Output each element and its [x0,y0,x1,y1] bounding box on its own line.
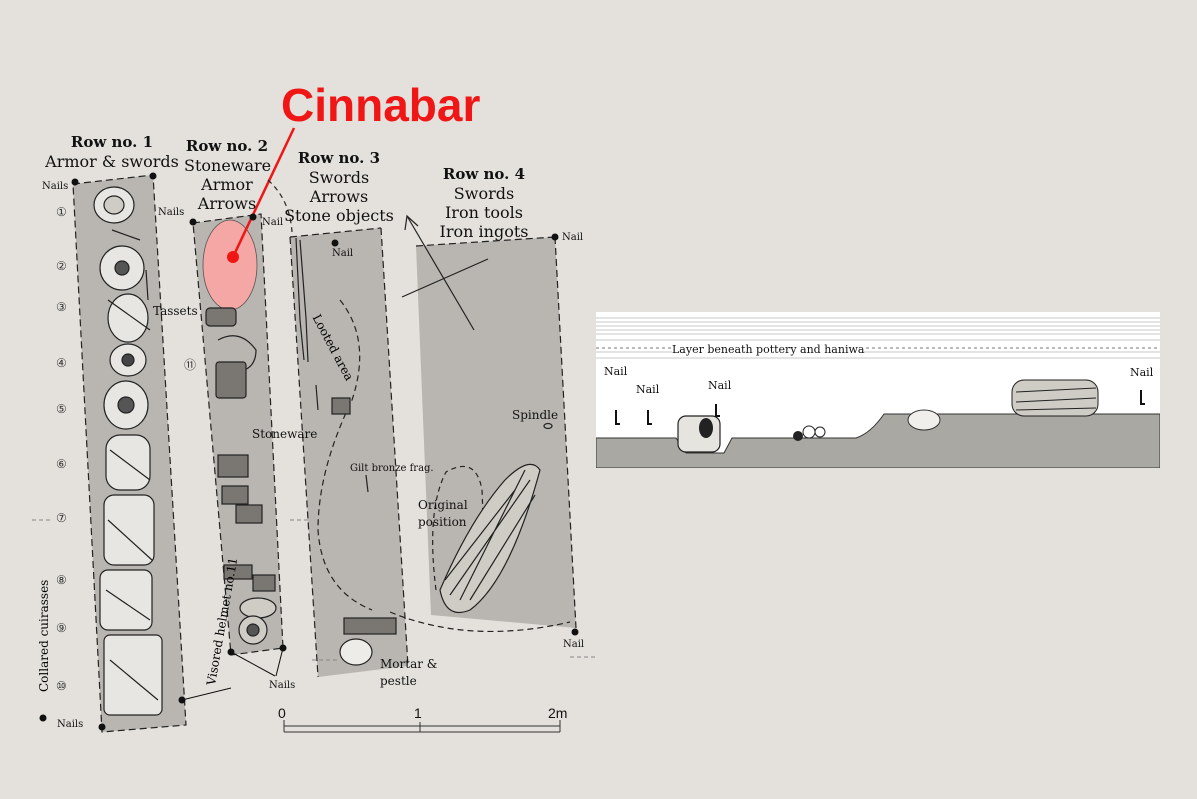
gilt-bronze-label: Gilt bronze frag. [350,463,434,474]
row-3-header: Row no. 3 Swords Arrows Stone objects [284,148,394,225]
circled-number-3: ③ [56,300,67,314]
circled-number-5: ⑤ [56,402,67,416]
cross-section-drawing [596,317,1160,468]
row-3-title: Row no. 3 [297,149,381,167]
circled-number-9: ⑨ [56,621,67,635]
row-3-line2: Arrows [309,187,369,206]
row-4-area [416,237,576,628]
row-1-line1: Armor & swords [45,152,179,171]
margin-marks [32,519,596,661]
collared-cuirasses-label: Collared cuirasses [37,579,51,692]
row-4-details [389,214,577,633]
circled-number-8: ⑧ [56,573,67,587]
nail-leaders [181,647,284,701]
nail-label-row3: Nail [332,248,354,259]
scale-tick-0: 0 [278,705,286,721]
tassets-label: Tassets [153,304,198,318]
circled-number-2: ② [56,259,67,273]
row-1-armor [93,186,163,716]
row-3-details [267,179,409,678]
nail-label-row2: Nail [262,217,284,228]
row-2-line2: Armor [201,175,253,194]
circled-number-10: ⑩ [56,679,67,693]
row-3-line3: Stone objects [284,206,394,225]
section-nail-3: Nail [708,379,732,392]
row-2-header: Row no. 2 Stoneware Armor Arrows [184,136,272,213]
original-position-line1: Original [418,498,468,512]
section-nail-2: Nail [636,383,660,396]
circled-number-6: ⑥ [56,457,67,471]
section-nail-1: Nail [604,365,628,378]
nail-label-row4: Nail [562,232,584,243]
spindle-label: Spindle [512,408,559,422]
cinnabar-label: Cinnabar [281,79,481,131]
mortar-pestle-line1: Mortar & [380,657,438,671]
mortar-pestle-line2: pestle [380,674,417,688]
nails-label-row1-right: Nails [158,207,185,218]
mortar-pestle-label: Mortar & pestle [380,656,437,690]
item-11-label: ⑪ [184,358,197,372]
row-3-area [290,228,408,677]
row-4-header: Row no. 4 Swords Iron tools Iron ingots [432,164,536,241]
nail-markers [39,172,579,731]
row-1-header: Row no. 1 Armor & swords [44,132,180,171]
row-1-title: Row no. 1 [70,133,154,151]
stoneware-label: Stoneware [252,427,318,441]
original-position-label: Original position [418,497,468,531]
scale-bar [283,720,561,733]
scale-tick-2m: 2m [548,705,568,721]
circled-number-7: ⑦ [56,511,67,525]
nail-label-row4-bottom: Nail [563,639,585,650]
nails-label-bottom-mid: Nails [269,680,296,691]
circled-number-1: ① [56,205,67,219]
plan-drawing [32,127,596,733]
row-2-objects [205,307,277,645]
section-layer-label: Layer beneath pottery and haniwa [672,343,865,356]
circled-number-4: ④ [56,356,67,370]
section-nail-4: Nail [1130,366,1154,379]
row-4-line1: Swords [453,184,515,203]
cinnabar-pointer [231,127,296,258]
row-2-title: Row no. 2 [185,137,269,155]
nails-label-top-left: Nails [42,181,69,192]
row-3-line1: Swords [308,168,370,187]
row-4-line3: Iron ingots [439,222,529,241]
original-position-line2: position [418,515,467,529]
row-4-title: Row no. 4 [442,165,526,183]
row-2-line3: Arrows [197,194,257,213]
row-4-line2: Iron tools [444,203,523,222]
cross-section-panel: Layer beneath pottery and haniwa Nail Na… [596,312,1160,468]
cinnabar-area [202,219,258,311]
nails-label-bottom-left: Nails [57,719,84,730]
scale-tick-1: 1 [414,705,422,721]
row-2-line1: Stoneware [184,156,272,175]
